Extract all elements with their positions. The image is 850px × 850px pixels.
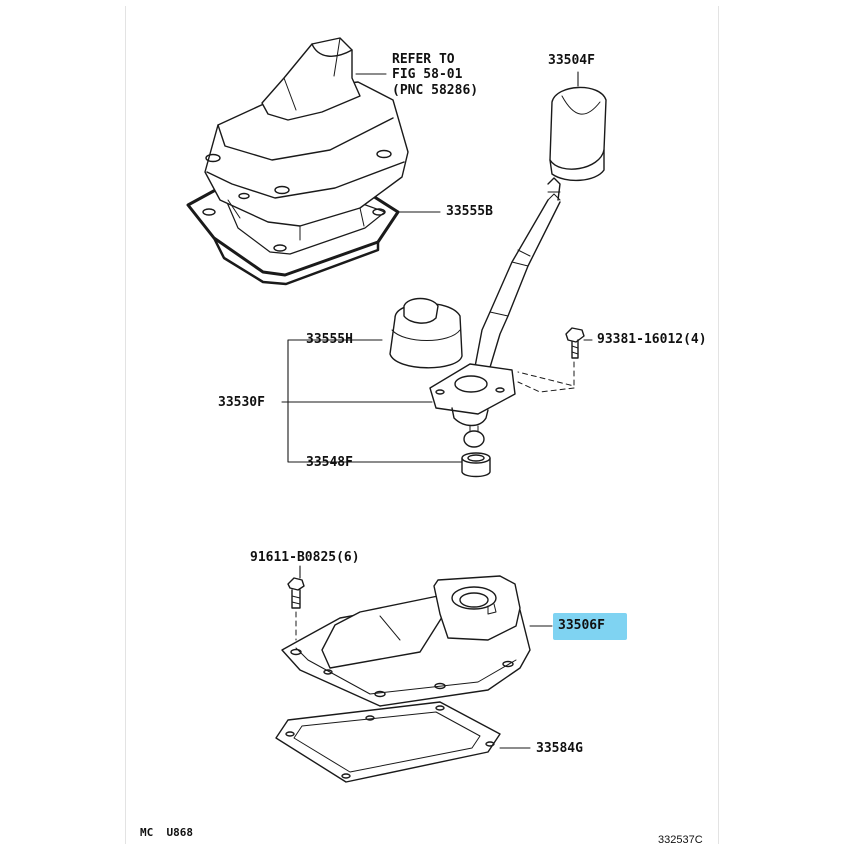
callout-lever: 33530F — [218, 395, 265, 410]
callout-bolt-bottom: 91611-B0825(6) — [250, 550, 360, 565]
bolt-top — [517, 327, 585, 393]
shift-lever — [389, 177, 561, 448]
shift-housing — [281, 575, 531, 707]
footer-right-code: 332537C — [658, 834, 703, 846]
callout-bolt-top: 93381-16012(4) — [597, 332, 707, 347]
shift-knob — [549, 86, 607, 181]
callout-retainer: 33555H — [306, 332, 353, 347]
callout-boot: 33555B — [446, 204, 493, 219]
highlight-box — [553, 613, 627, 640]
diagram-frame — [125, 6, 719, 844]
refer-label-line3: (PNC 58286) — [392, 83, 479, 98]
callout-housing: 33506F — [558, 618, 605, 633]
callout-knob: 33504F — [548, 53, 595, 68]
leader-lines — [281, 71, 593, 749]
bushing — [461, 452, 491, 478]
bolt-bottom — [287, 577, 305, 641]
refer-label-line2: FIG 58-01 — [392, 67, 463, 82]
gasket — [275, 701, 501, 783]
callout-gasket: 33584G — [536, 741, 583, 756]
callout-bushing: 33548F — [306, 455, 353, 470]
refer-label-line1: REFER TO — [392, 52, 455, 67]
shift-boot — [186, 37, 409, 286]
footer-left-code: MC U868 — [140, 826, 193, 839]
